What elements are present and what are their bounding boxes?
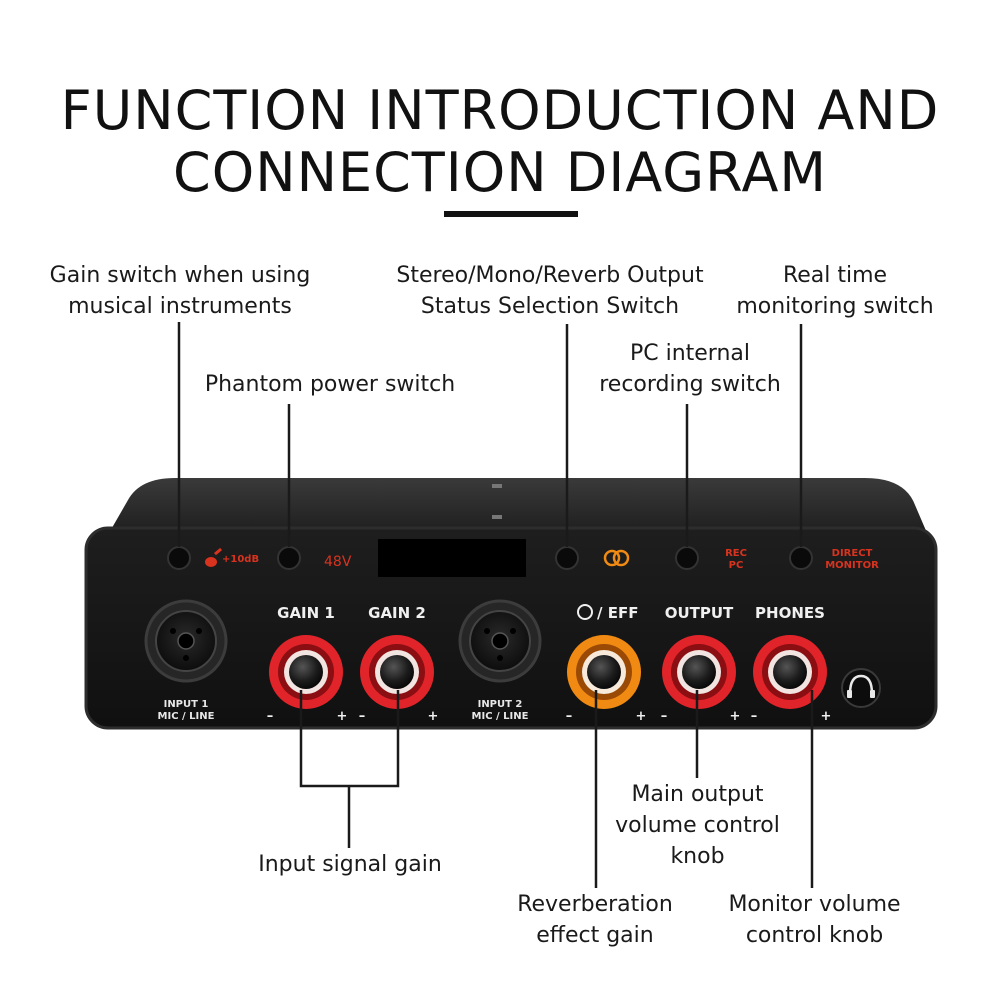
gain-1-label: GAIN 1 [277, 604, 335, 622]
input-1-label: INPUT 1 [164, 699, 209, 710]
phantom-mark: 48V [324, 554, 352, 570]
gain-1-minus: – [267, 709, 274, 724]
output-mode-switch-button [555, 546, 579, 570]
instrument-mark: +10dB [222, 554, 259, 565]
stereo-mono-icon [603, 549, 630, 567]
label-phantom-power-switch: Phantom power switch [204, 372, 456, 397]
direct-mark: DIRECT [832, 548, 873, 559]
input-2-type: MIC / LINE [472, 711, 529, 722]
phones-minus: – [751, 709, 758, 724]
instrument-gain-switch-button [167, 546, 191, 570]
output-minus: – [661, 709, 668, 724]
effect-plus: + [636, 709, 647, 724]
pc-recording-switch-button [675, 546, 699, 570]
guitar-icon [205, 547, 223, 567]
pc-mark: PC [729, 560, 744, 571]
gain-2-plus: + [428, 709, 439, 724]
title-line-2: CONNECTION DIAGRAM [172, 141, 827, 204]
gain-2-knob [360, 635, 434, 709]
output-label: OUTPUT [665, 604, 734, 622]
gain-2-minus: – [359, 709, 366, 724]
input-2-combo-jack [458, 599, 542, 683]
effect-label: / EFF [597, 604, 638, 622]
title-underline [444, 211, 578, 217]
output-plus: + [730, 709, 741, 724]
title-line-1: FUNCTION INTRODUCTION AND [60, 79, 940, 142]
effect-minus: – [566, 709, 573, 724]
gain-2-label: GAIN 2 [368, 604, 426, 622]
input-1-combo-jack [144, 599, 228, 683]
phones-plus: + [821, 709, 832, 724]
input-1-type: MIC / LINE [158, 711, 215, 722]
rec-mark: REC [725, 548, 747, 559]
label-input-signal-gain: Input signal gain [258, 852, 442, 877]
reverb-effect-knob [567, 635, 641, 709]
gain-1-plus: + [337, 709, 348, 724]
gain-1-knob [269, 635, 343, 709]
output-volume-knob [662, 635, 736, 709]
phones-label: PHONES [755, 604, 825, 622]
device-top-surface [105, 478, 930, 540]
headphone-icon [841, 668, 881, 708]
input-2-label: INPUT 2 [478, 699, 523, 710]
effect-circle-icon [577, 604, 593, 620]
redacted-logo-area [378, 539, 526, 577]
direct-monitor-switch-button [789, 546, 813, 570]
phones-volume-knob [753, 635, 827, 709]
monitor-mark: MONITOR [825, 560, 879, 571]
phantom-power-switch-button [277, 546, 301, 570]
